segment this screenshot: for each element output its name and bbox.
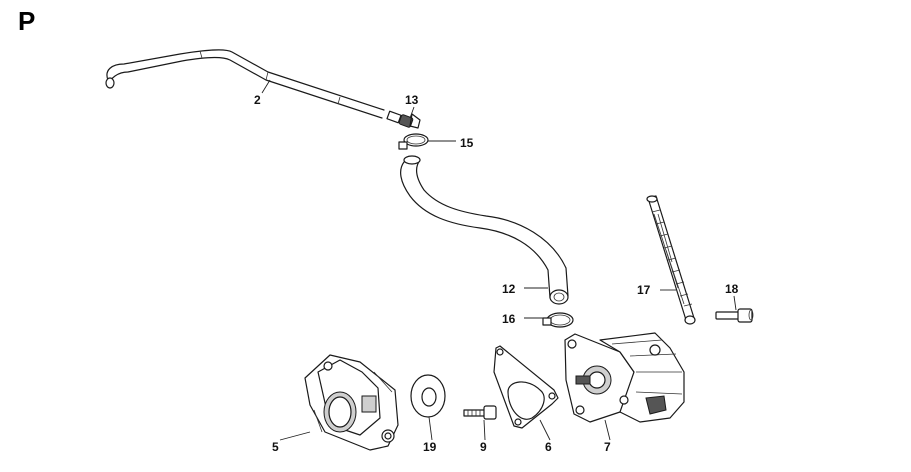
part-7-pump-body[interactable] xyxy=(564,332,685,423)
callout-7: 7 xyxy=(604,440,611,454)
callout-17: 17 xyxy=(637,283,651,297)
part-19-washer[interactable] xyxy=(410,374,446,418)
callout-6: 6 xyxy=(545,440,552,454)
part-13-connector[interactable] xyxy=(386,110,421,129)
part-6-gasket[interactable] xyxy=(493,345,559,429)
section-letter: P xyxy=(18,6,35,36)
part-15-clamp[interactable] xyxy=(398,133,429,150)
part-16-clamp[interactable] xyxy=(542,312,574,328)
callout-9: 9 xyxy=(480,440,487,454)
callout-12: 12 xyxy=(502,282,516,296)
callout-19: 19 xyxy=(423,440,437,454)
part-5-throttle-body[interactable] xyxy=(304,354,399,451)
callout-2: 2 xyxy=(254,93,261,107)
part-18-bolt[interactable] xyxy=(715,308,754,323)
callout-15: 15 xyxy=(460,136,474,150)
part-2-hose[interactable] xyxy=(105,49,385,119)
part-17-strap[interactable] xyxy=(646,195,696,325)
callout-18: 18 xyxy=(725,282,739,296)
callout-leaders xyxy=(261,79,737,441)
callout-13: 13 xyxy=(405,93,419,107)
part-12-hose[interactable] xyxy=(400,155,569,305)
part-9-screw[interactable] xyxy=(463,405,497,420)
callout-16: 16 xyxy=(502,312,516,326)
callout-5: 5 xyxy=(272,440,279,454)
